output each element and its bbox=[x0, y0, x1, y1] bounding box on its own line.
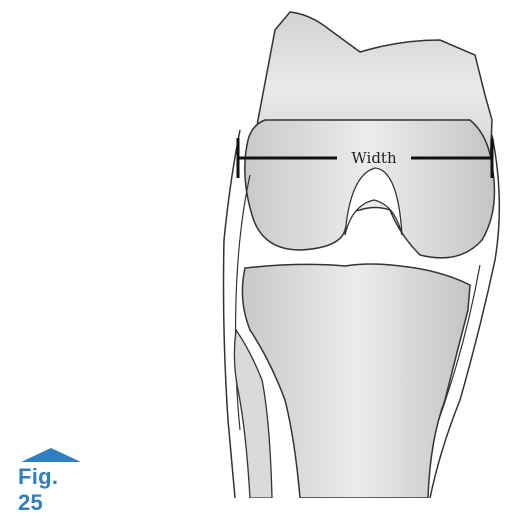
caption-triangle-icon bbox=[21, 448, 81, 462]
tibial-plateau bbox=[242, 264, 470, 498]
figure-caption: Fig. 25 bbox=[18, 448, 88, 516]
medial-ligament bbox=[224, 130, 241, 498]
figure-label: Fig. 25 bbox=[18, 464, 88, 516]
knee-anatomy-illustration: Width bbox=[0, 0, 511, 498]
width-label: Width bbox=[351, 149, 397, 167]
